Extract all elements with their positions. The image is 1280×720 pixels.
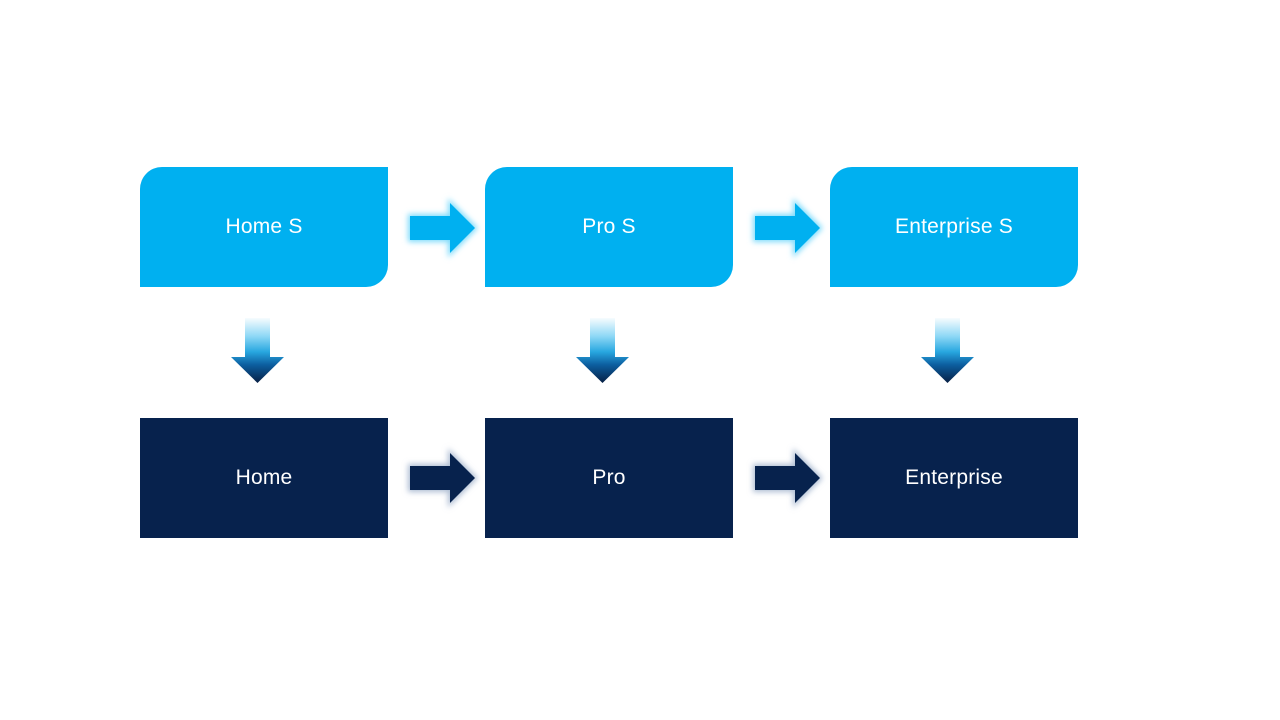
node-label: Enterprise S	[895, 215, 1013, 239]
node-label: Pro S	[582, 215, 636, 239]
node-label: Home	[235, 466, 293, 490]
down-arrow-icon-3	[921, 318, 974, 383]
right-arrow-icon-top-2	[753, 198, 823, 258]
right-arrow-icon-top-1	[408, 198, 478, 258]
node-label: Enterprise	[905, 466, 1003, 490]
node-enterprise-s: Enterprise S	[830, 167, 1078, 287]
node-pro: Pro	[485, 418, 733, 538]
node-enterprise: Enterprise	[830, 418, 1078, 538]
down-arrow-icon-1	[231, 318, 284, 383]
down-arrow-icon-2	[576, 318, 629, 383]
node-home: Home	[140, 418, 388, 538]
node-home-s: Home S	[140, 167, 388, 287]
node-label: Home S	[225, 215, 303, 239]
node-pro-s: Pro S	[485, 167, 733, 287]
node-label: Pro	[592, 466, 626, 490]
right-arrow-icon-bottom-2	[753, 448, 823, 508]
right-arrow-icon-bottom-1	[408, 448, 478, 508]
